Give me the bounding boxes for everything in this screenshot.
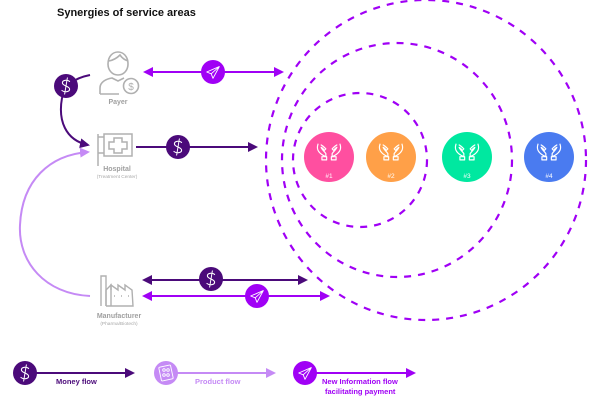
- legend-item-info: New Information flow facilitating paymen…: [293, 361, 416, 396]
- service-area-bubble: [304, 132, 354, 182]
- actor-label: Manufacturer: [97, 313, 142, 320]
- service-area-2[interactable]: #2: [366, 132, 416, 182]
- legend-label: Money flow: [56, 377, 97, 386]
- legend-label-line2: facilitating payment: [325, 387, 396, 396]
- money-arrow: [60, 74, 91, 149]
- actor-label: Hospital: [103, 166, 131, 173]
- svg-text:$: $: [128, 82, 134, 93]
- product-arrow: [18, 147, 91, 297]
- service-area-label: #3: [463, 173, 471, 180]
- service-area-1[interactable]: #1: [304, 132, 354, 182]
- service-area-bubble: [442, 132, 492, 182]
- service-area-label: #1: [325, 173, 333, 180]
- actor-manufacturer[interactable]: Manufacturer (Pharma/Biotech): [97, 275, 142, 327]
- legend-label: New Information flow: [322, 377, 398, 386]
- legend-label: Product flow: [195, 377, 241, 386]
- flow-hospital-money[interactable]: [136, 135, 258, 159]
- legend: Money flow Product flow New Information …: [13, 361, 416, 396]
- diagram-title: Synergies of service areas: [57, 7, 196, 19]
- service-area-3[interactable]: #3: [442, 132, 492, 182]
- service-area-4[interactable]: #4: [524, 132, 574, 182]
- actor-hospital[interactable]: Hospital (Treatment Center): [97, 133, 138, 180]
- flow-payer-hospital-money[interactable]: [54, 74, 91, 149]
- flow-manufacturer-hospital-product[interactable]: [18, 147, 91, 297]
- service-area-rings: [264, 0, 588, 322]
- hospital-sign-icon: [97, 133, 133, 166]
- actor-label: Payer: [108, 99, 127, 106]
- ring-middle: [280, 41, 514, 279]
- factory-icon: [100, 275, 134, 307]
- ring-inner: [291, 91, 429, 229]
- legend-item-money: Money flow: [13, 361, 135, 386]
- flow-payer-info[interactable]: [143, 60, 284, 84]
- service-area-label: #4: [545, 173, 553, 180]
- person-with-coin-icon: $: [99, 51, 140, 95]
- service-area-bubble: [366, 132, 416, 182]
- legend-bubble: [154, 361, 178, 385]
- flow-manufacturer-info[interactable]: [142, 284, 330, 308]
- actor-sublabel: (Pharma/Biotech): [100, 321, 138, 327]
- flow-manufacturer-money[interactable]: [142, 267, 308, 291]
- service-area-bubble: [524, 132, 574, 182]
- actor-payer[interactable]: $ Payer: [99, 51, 140, 106]
- ring-outer: [264, 0, 588, 322]
- service-area-label: #2: [387, 173, 395, 180]
- pill-pack-icon: [158, 364, 174, 382]
- actor-sublabel: (Treatment Center): [97, 174, 138, 180]
- legend-item-product: Product flow: [154, 361, 276, 386]
